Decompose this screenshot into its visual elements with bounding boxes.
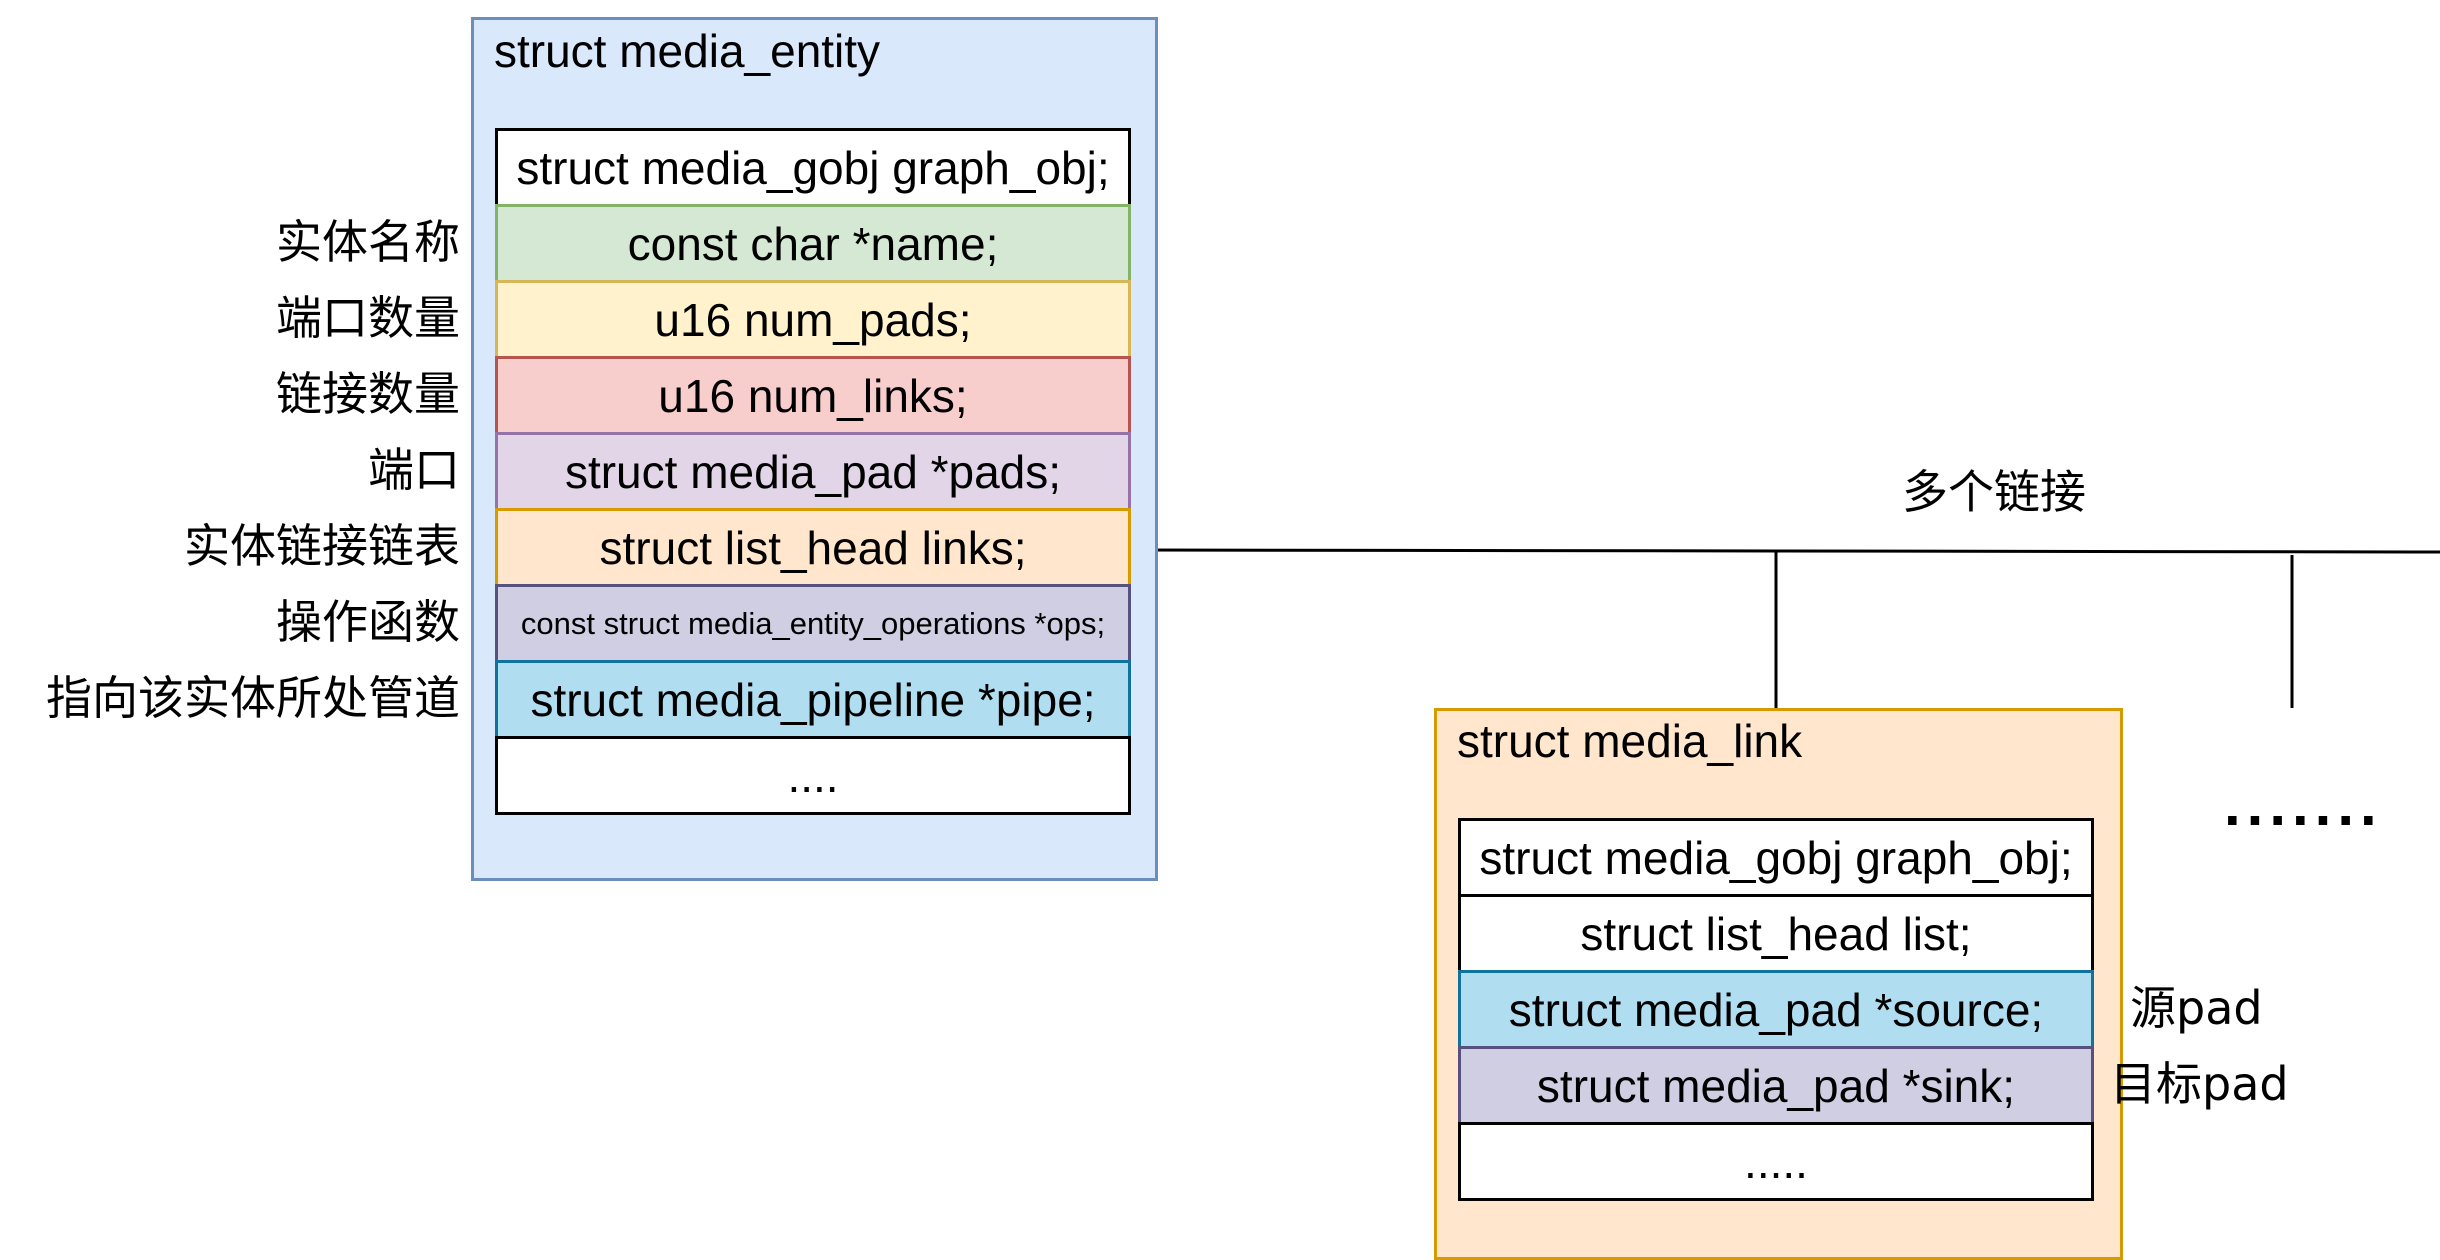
media-entity-field-row: .... [495,736,1131,815]
media-entity-field-text: .... [787,749,839,802]
media-entity-field-label: 链接数量 [276,367,460,421]
media-link-field-row: struct media_pad *source; [1458,970,2094,1049]
media-link-field-label: 目标pad [2110,1057,2289,1111]
media-entity-title: struct media_entity [494,25,881,77]
media-entity-field-row: struct media_pad *pads; [495,432,1131,511]
media-entity-field-text: struct list_head links; [599,521,1027,574]
media-entity-field-label: 操作函数 [276,595,460,649]
media-link-field-row: ..... [1458,1122,2094,1201]
media-link-field-row: struct media_pad *sink; [1458,1046,2094,1125]
media-link-field-row: struct list_head list; [1458,894,2094,973]
media-entity-field-row: struct media_pipeline *pipe; [495,660,1131,739]
media-entity-field-row: struct media_gobj graph_obj; [495,128,1131,207]
media-entity-field-row: const char *name; [495,204,1131,283]
media-link-field-text: struct media_gobj graph_obj; [1479,831,2073,884]
media-entity-field-text: struct media_pipeline *pipe; [530,673,1096,726]
media-entity-field-row: u16 num_pads; [495,280,1131,359]
media-link-field-text: struct list_head list; [1580,907,1972,960]
media-entity-field-label: 端口数量 [276,291,460,345]
media-entity-field-row: u16 num_links; [495,356,1131,435]
media-entity-field-text: struct media_pad *pads; [564,445,1062,498]
more-links-ellipsis: ....... [2224,771,2383,838]
media-entity-field-label: 指向该实体所处管道 [46,671,460,725]
media-entity-field-label: 端口 [368,443,460,497]
media-link-field-text: ..... [1744,1135,1808,1188]
media-entity-field-label: 实体名称 [276,215,460,269]
links-bus-line [1131,548,2440,554]
media-entity-field-label: 实体链接链表 [184,519,460,573]
media-entity-field-text: const char *name; [627,217,999,270]
media-entity-field-row: struct list_head links; [495,508,1131,587]
media-link-title: struct media_link [1457,715,1803,767]
media-link-field-row: struct media_gobj graph_obj; [1458,818,2094,897]
media-entity-field-text: struct media_gobj graph_obj; [516,141,1110,194]
media-entity-field-text: u16 num_pads; [654,293,972,346]
media-link-field-label: 源pad [2130,981,2263,1035]
media-link-field-text: struct media_pad *source; [1508,983,2044,1036]
media-entity-field-row: const struct media_entity_operations *op… [495,584,1131,663]
multi-links-label: 多个链接 [1902,465,2086,519]
media-entity-field-text: u16 num_links; [658,369,968,422]
media-link-field-text: struct media_pad *sink; [1536,1059,2016,1112]
media-entity-field-text: const struct media_entity_operations *op… [520,605,1106,641]
